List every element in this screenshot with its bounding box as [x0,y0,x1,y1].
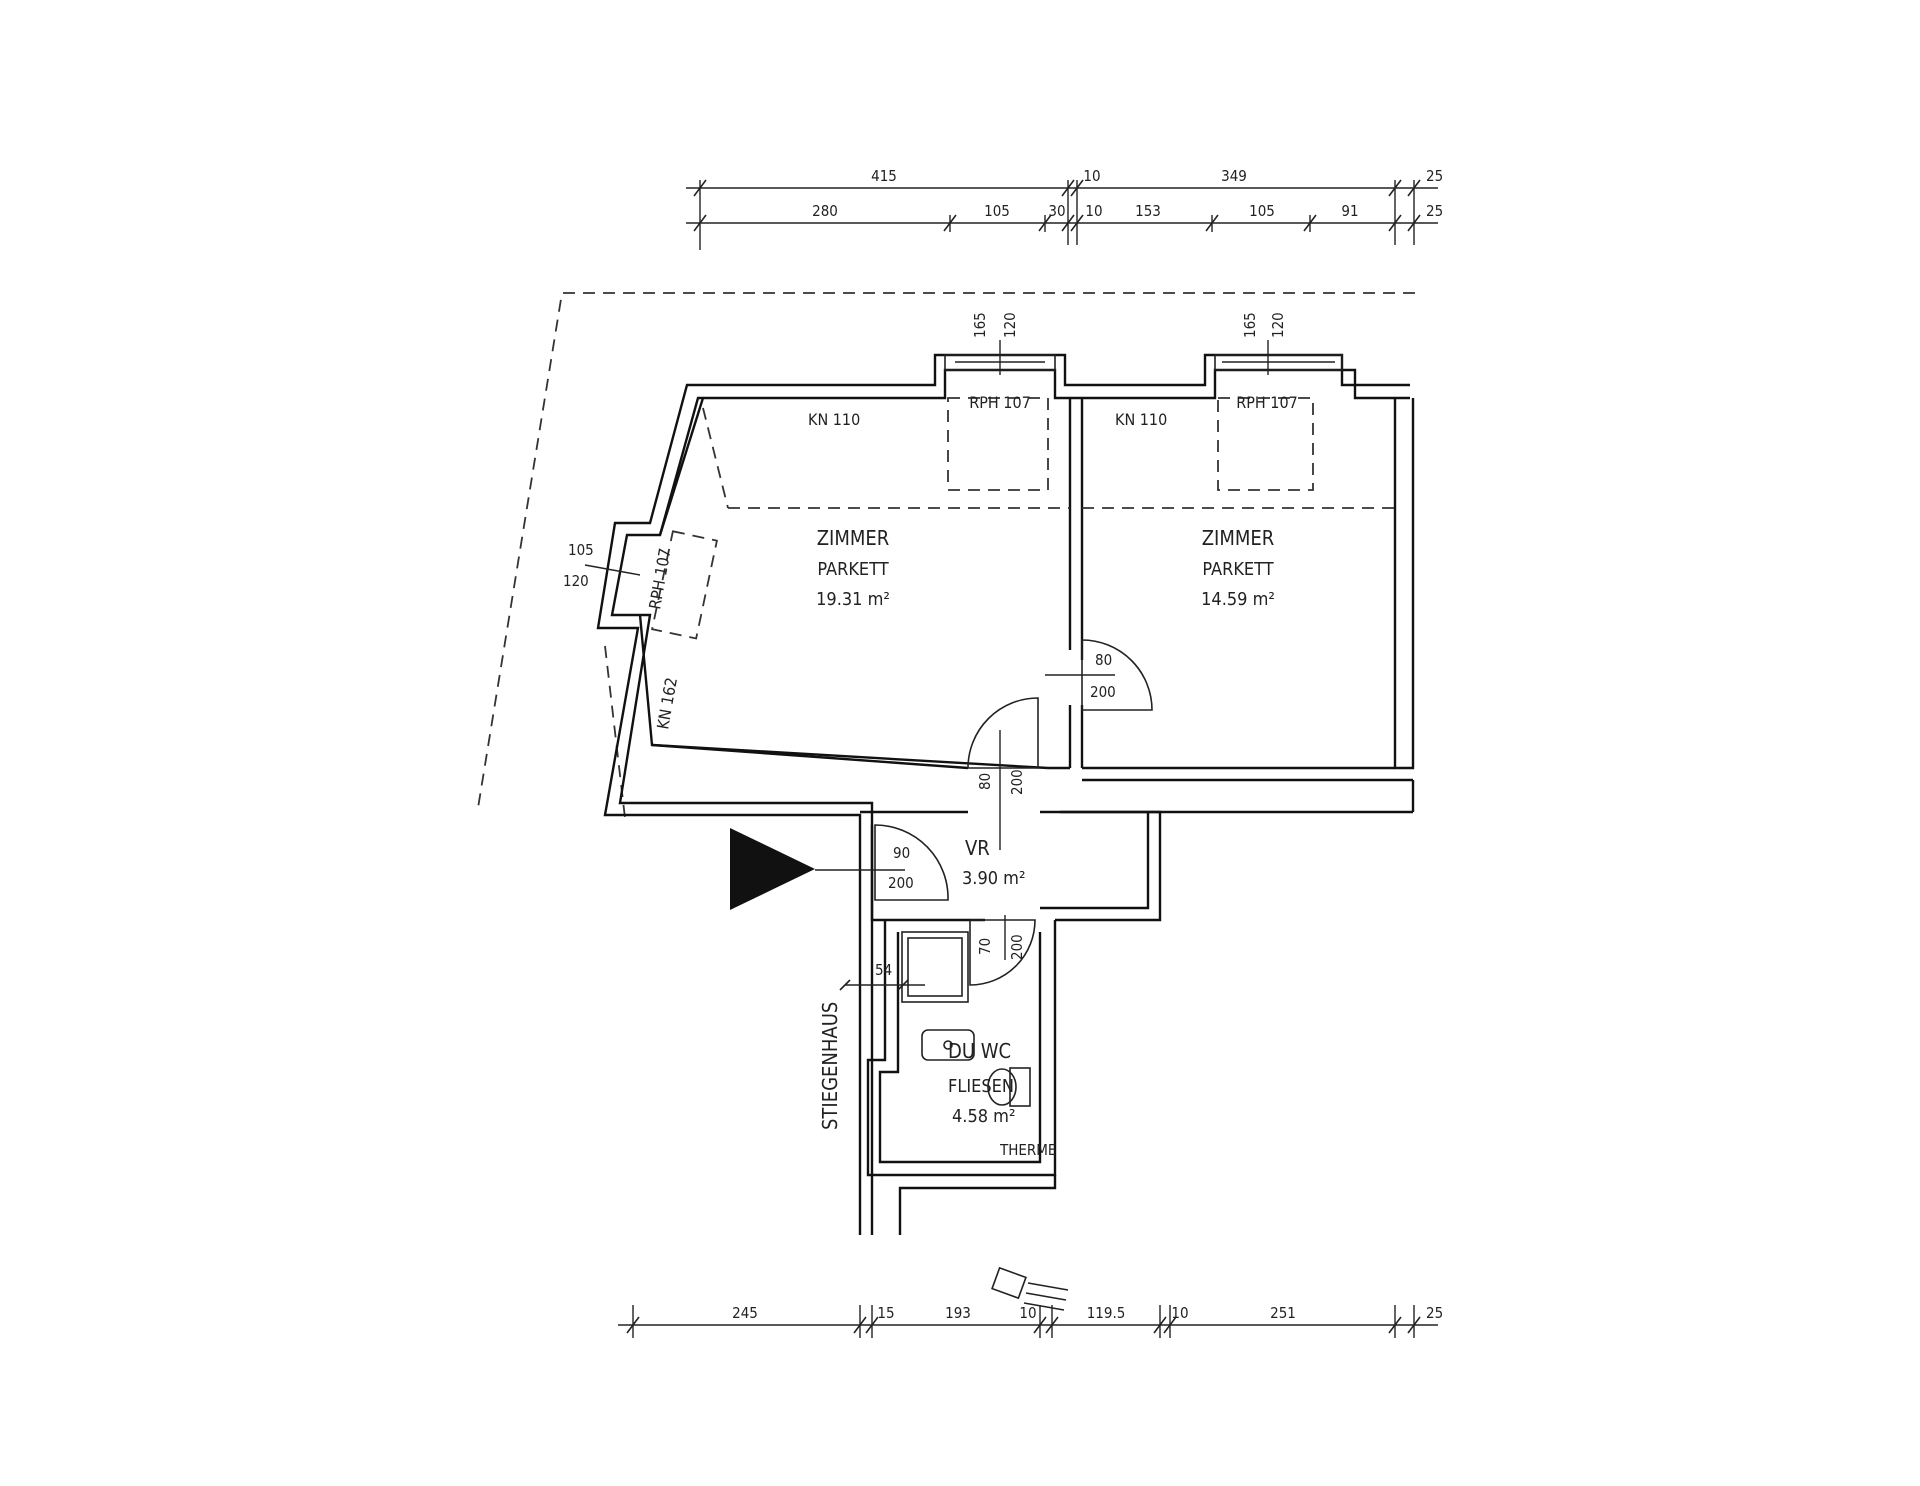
dim-91: 91 [1341,202,1358,220]
rph2-label: RPH 107 [1236,393,1298,412]
shower-tray: 54 [839,931,969,1003]
dim-bottom-245: 245 [732,1304,758,1322]
rph1-label: RPH 107 [969,393,1031,412]
door-wc-width: 70 [976,938,994,955]
dashed-slant-z1 [702,407,729,509]
door-z2-height: 200 [1090,683,1116,701]
room-name: ZIMMER [1202,526,1275,550]
dim-bottom-10a: 10 [1019,1304,1036,1322]
room-name: VR [965,836,990,860]
kn2-label: KN 110 [1115,410,1167,429]
win2-height: 120 [1269,312,1287,338]
door-zimmer-1: 80 200 [967,697,1039,850]
stair-symbol-icon [991,1266,1069,1311]
door-entry-height: 200 [888,874,914,892]
dim-30: 30 [1048,202,1065,220]
therme-label: THERME [999,1141,1056,1159]
dim-bottom-119-5: 119.5 [1087,1304,1126,1322]
door-z1-width: 80 [976,773,994,790]
room-zimmer-1: ZIMMER PARKETT 19.31 m² [816,526,890,610]
window-2: 165 120 RPH 107 [1214,312,1343,491]
door-z2-width: 80 [1095,651,1112,669]
dim-bottom-15: 15 [877,1304,894,1322]
dim-top-10: 10 [1083,167,1100,185]
door-entry-width: 90 [893,844,910,862]
dim-280: 280 [812,202,838,220]
dim-25b: 25 [1426,202,1443,220]
room-floor: PARKETT [1202,559,1273,580]
room-zimmer-2: ZIMMER PARKETT 14.59 m² [1201,526,1275,610]
toilet-icon [987,1067,1031,1107]
dim-bottom-193: 193 [945,1304,971,1322]
dim-top-415: 415 [871,167,897,185]
room-area: 19.31 m² [816,589,890,610]
dim-bottom-251: 251 [1270,1304,1296,1322]
entrance-arrow-icon [730,828,815,910]
dim-153: 153 [1135,202,1161,220]
door-entry: 90 200 [815,824,949,901]
kn3-label: KN 162 [653,676,681,731]
win3-width: 105 [568,541,594,559]
door-zimmer-2: 80 200 [1045,639,1153,711]
dim-top-349: 349 [1221,167,1247,185]
win3-height: 120 [563,572,589,590]
bottom-dimension-chain: 245 15 193 10 119.5 10 251 25 [618,1304,1443,1338]
dashed-outline [477,292,1415,809]
dim-105a: 105 [984,202,1010,220]
rph3-label: RPH 107 [645,547,674,611]
room-floor: PARKETT [817,559,888,580]
kn1-label: KN 110 [808,410,860,429]
win1-width: 165 [971,312,989,338]
dim-105b: 105 [1249,202,1275,220]
room-floor: FLIESEN [948,1076,1014,1097]
dim-top-25: 25 [1426,167,1443,185]
window-1: 165 120 RPH 107 [944,312,1056,491]
stiegenhaus-label: STIEGENHAUS [818,1002,842,1130]
win1-height: 120 [1001,312,1019,338]
room-area: 14.59 m² [1201,589,1275,610]
room-area: 3.90 m² [962,868,1025,889]
room-vr: VR 3.90 m² [962,836,1025,889]
dim-10b: 10 [1085,202,1102,220]
win2-width: 165 [1241,312,1259,338]
door-wc-height: 200 [1008,934,1026,960]
room-name: DU WC [948,1039,1011,1063]
door-z1-height: 200 [1008,769,1026,795]
dim-bottom-25: 25 [1426,1304,1443,1322]
room-area: 4.58 m² [952,1106,1015,1127]
door-wc: 70 200 [969,915,1036,986]
room-name: ZIMMER [817,526,890,550]
dim-bottom-10b: 10 [1171,1304,1188,1322]
walls [596,353,1415,1235]
wash-basin-icon [921,1029,975,1061]
room-wc: DU WC FLIESEN 4.58 m² [948,1039,1015,1127]
top-dimension-chain: 415 10 349 25 280 105 30 10 153 105 91 2… [686,167,1443,250]
shower-width: 54 [875,961,892,979]
